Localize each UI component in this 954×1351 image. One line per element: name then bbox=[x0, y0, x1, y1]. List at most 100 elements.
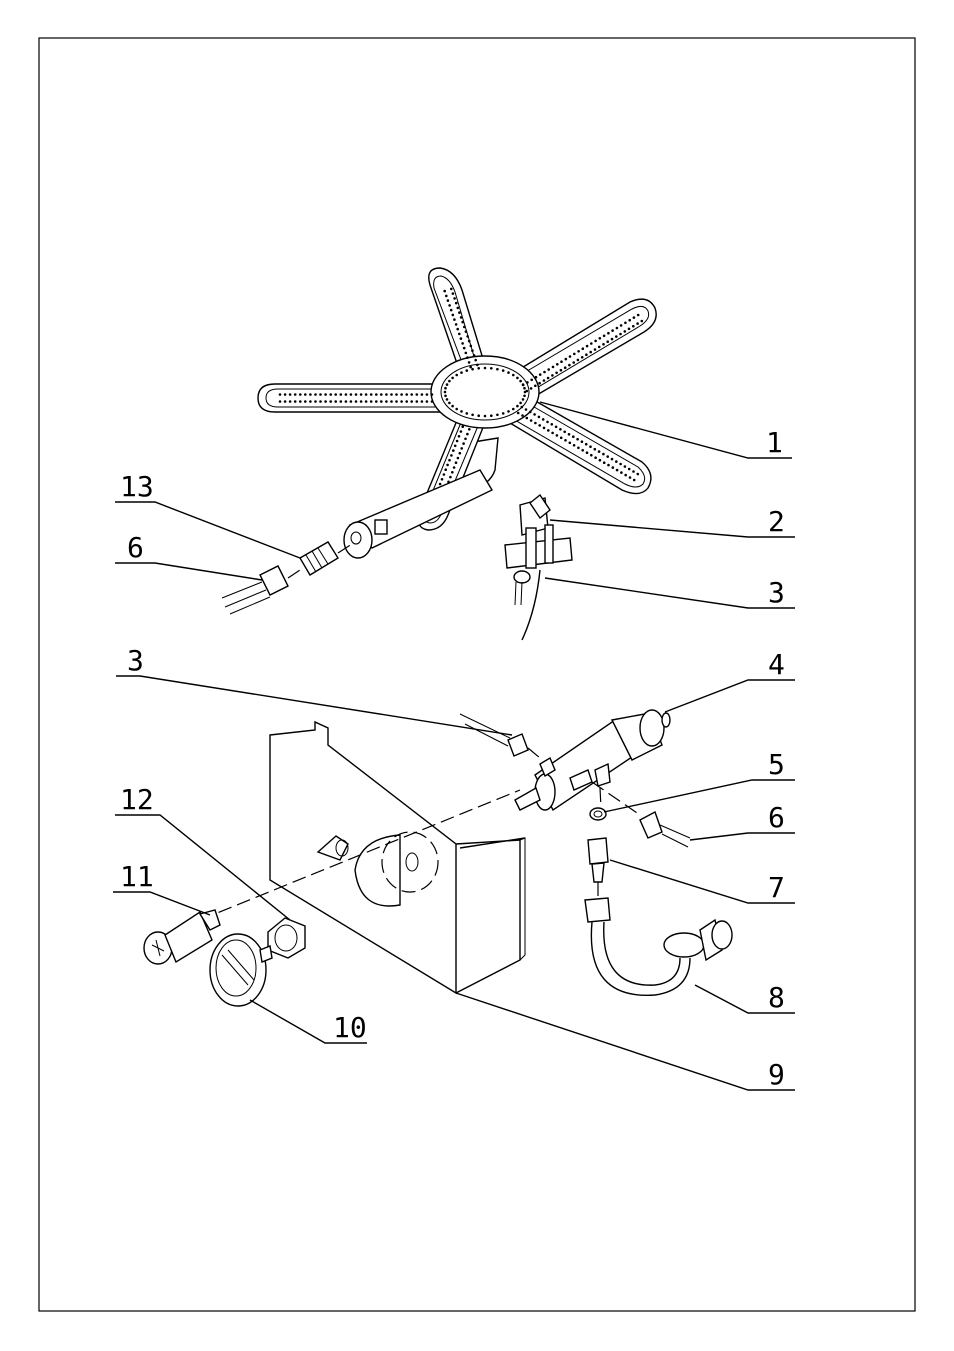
burner-port-dot bbox=[599, 337, 602, 340]
burner-port-dot bbox=[355, 393, 358, 396]
burner-port-dot bbox=[534, 385, 537, 388]
burner-port-dot bbox=[443, 473, 446, 476]
burner-port-dot bbox=[462, 442, 465, 445]
burner-port-dot bbox=[619, 463, 622, 466]
burner-port-dot bbox=[612, 466, 615, 469]
burner-port-dot bbox=[512, 374, 515, 377]
burner-port-dot bbox=[633, 316, 636, 319]
burner-port-dot bbox=[530, 379, 533, 382]
control-knob bbox=[210, 934, 272, 1006]
burner-port-dot bbox=[599, 459, 602, 462]
burner-port-dot bbox=[463, 347, 466, 350]
burner-port-dot bbox=[400, 400, 403, 403]
burner-port-dot bbox=[568, 364, 571, 367]
burner-port-dot bbox=[572, 361, 575, 364]
burner-port-dot bbox=[439, 483, 442, 486]
burner-port-dot bbox=[448, 380, 451, 383]
burner-port-dot bbox=[586, 451, 589, 454]
burner-port-dot bbox=[289, 393, 292, 396]
burner-port-dot bbox=[637, 473, 640, 476]
burner-port-dot bbox=[496, 368, 499, 371]
burner-port-dot bbox=[459, 452, 462, 455]
burner-port-dot bbox=[304, 400, 307, 403]
callout-10: 10 bbox=[333, 1011, 367, 1044]
burner-port-dot bbox=[598, 346, 601, 349]
burner-port-dot bbox=[350, 393, 353, 396]
burner-port-dot bbox=[457, 307, 460, 310]
callout-6-upper: 6 bbox=[127, 531, 144, 564]
burner-port-dot bbox=[607, 464, 610, 467]
burner-port-dot bbox=[556, 363, 559, 366]
burner-port-dot bbox=[385, 400, 388, 403]
burner-port-dot bbox=[602, 343, 605, 346]
burner-port-dot bbox=[560, 360, 563, 363]
burner-port-dot bbox=[460, 447, 463, 450]
burner-port-dot bbox=[458, 311, 461, 314]
burner-port-dot bbox=[455, 408, 458, 411]
burner-port-dot bbox=[463, 326, 466, 329]
burner-port-dot bbox=[375, 400, 378, 403]
burner-port-dot bbox=[542, 418, 545, 421]
burner-port-dot bbox=[471, 414, 474, 417]
burner-port-dot bbox=[529, 411, 532, 414]
burner-port-dot bbox=[589, 351, 592, 354]
burner-port-dot bbox=[594, 340, 597, 343]
callout-8: 8 bbox=[768, 981, 785, 1014]
burner-port-dot bbox=[624, 465, 627, 468]
burner-port-dot bbox=[380, 400, 383, 403]
burner-port-dot bbox=[324, 400, 327, 403]
burner-port-dot bbox=[466, 369, 469, 372]
burner-port-dot bbox=[602, 453, 605, 456]
callout-11: 11 bbox=[120, 860, 154, 893]
burner-port-dot bbox=[577, 350, 580, 353]
knob-shaft bbox=[144, 910, 220, 964]
callout-13: 13 bbox=[120, 470, 154, 503]
burner-port-dot bbox=[586, 345, 589, 348]
burner-port-dot bbox=[452, 314, 455, 317]
burner-port-dot bbox=[375, 393, 378, 396]
burner-port-dot bbox=[458, 333, 461, 336]
burner-port-dot bbox=[457, 457, 460, 460]
burner-port-dot bbox=[370, 393, 373, 396]
burner-port-dot bbox=[385, 393, 388, 396]
burner-port-dot bbox=[526, 381, 529, 384]
burner-port-dot bbox=[299, 400, 302, 403]
burner-port-dot bbox=[470, 345, 473, 348]
burner-port-dot bbox=[390, 400, 393, 403]
burner-port-dot bbox=[547, 429, 550, 432]
burner-port-dot bbox=[416, 400, 419, 403]
burner-port-dot bbox=[431, 400, 434, 403]
burner-port-dot bbox=[624, 330, 627, 333]
burner-port-dot bbox=[606, 340, 609, 343]
burner-port-dot bbox=[619, 333, 622, 336]
burner-port-dot bbox=[395, 393, 398, 396]
gas-valve bbox=[460, 710, 670, 815]
burner-port-dot bbox=[632, 325, 635, 328]
callout-2: 2 bbox=[768, 505, 785, 538]
burner-port-dot bbox=[279, 393, 282, 396]
burner-port-dot bbox=[441, 478, 444, 481]
burner-port-dot bbox=[585, 353, 588, 356]
burner-port-dot bbox=[551, 432, 554, 435]
burner-port-dot bbox=[460, 337, 463, 340]
burner-port-dot bbox=[360, 400, 363, 403]
burner-port-dot bbox=[454, 445, 457, 448]
burner-port-dot bbox=[538, 382, 541, 385]
burner-port-dot bbox=[446, 398, 449, 401]
burner-port-dot bbox=[455, 302, 458, 305]
burner-port-dot bbox=[563, 431, 566, 434]
burner-port-dot bbox=[534, 422, 537, 425]
callout-3-lower: 3 bbox=[127, 644, 144, 677]
burner-port-dot bbox=[309, 393, 312, 396]
washer bbox=[590, 808, 606, 820]
burner-port-dot bbox=[471, 349, 474, 352]
burner-port-dot bbox=[468, 340, 471, 343]
burner-port-dot bbox=[519, 402, 522, 405]
burner-port-dot bbox=[460, 316, 463, 319]
burner-port-dot bbox=[629, 476, 632, 479]
burner-port-dot bbox=[539, 373, 542, 376]
burner-port-dot bbox=[345, 400, 348, 403]
burner-port-dot bbox=[464, 438, 467, 441]
pilot-assembly bbox=[505, 495, 572, 640]
burner-port-dot bbox=[416, 393, 419, 396]
